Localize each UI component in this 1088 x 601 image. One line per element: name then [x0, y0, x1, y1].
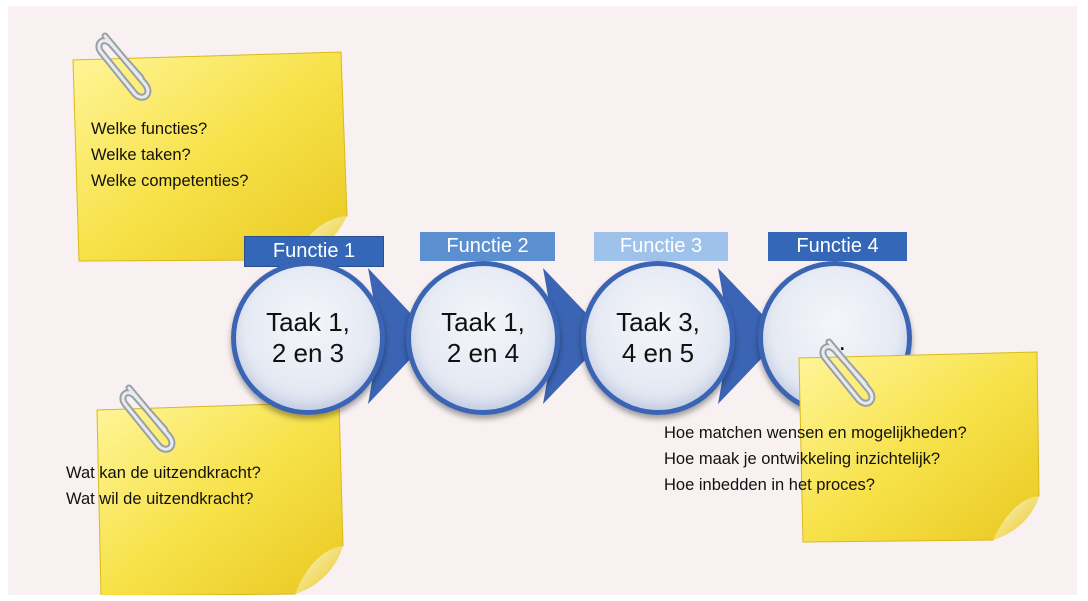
function-label-text: Functie 2 — [446, 235, 529, 257]
note-line: Welke functies? — [91, 120, 208, 138]
function-label-text: Functie 3 — [619, 235, 703, 257]
function-label-3: Functie 3 — [594, 232, 728, 261]
function-label-text: Functie 1 — [272, 240, 356, 262]
task-text: Taak 1, 2 en 3 — [266, 307, 350, 368]
function-label-text: Functie 4 — [796, 235, 879, 257]
note-line: Hoe maak je ontwikkeling inzichtelijk? — [664, 450, 941, 468]
task-text: Taak 3, 4 en 5 — [616, 307, 700, 368]
note-text-bottom: Wat kan de uitzendkracht? Wat wil de uit… — [66, 460, 261, 512]
task-text: Taak 1, 2 en 4 — [441, 307, 525, 368]
note-line: Welke taken? — [91, 146, 191, 164]
note-line: Hoe inbedden in het proces? — [664, 476, 875, 494]
sticky-note-right — [793, 338, 1043, 546]
note-line: Wat wil de uitzendkracht? — [66, 490, 254, 508]
paperclip-icon — [119, 384, 176, 453]
paperclip-icon — [819, 338, 876, 407]
function-label-2: Functie 2 — [420, 232, 555, 261]
paperclip-icon — [95, 32, 152, 101]
function-label-4: Functie 4 — [768, 232, 907, 261]
note-line: Welke competenties? — [91, 172, 249, 190]
task-circle-1: Taak 1, 2 en 3 — [231, 261, 385, 415]
note-shape — [96, 401, 344, 595]
arrow-chevron-3 — [718, 268, 783, 404]
note-line: Hoe matchen wensen en mogelijkheden? — [664, 424, 967, 442]
note-line: Wat kan de uitzendkracht? — [66, 464, 261, 482]
note-text-top: Welke functies? Welke taken? Welke compe… — [91, 116, 248, 194]
sticky-note-bottom — [91, 384, 346, 595]
task-circle-3: Taak 3, 4 en 5 — [581, 261, 735, 415]
task-circle-2: Taak 1, 2 en 4 — [406, 261, 560, 415]
diagram-canvas: Welke functies? Welke taken? Welke compe… — [8, 6, 1077, 595]
arrow-chevron-2 — [543, 268, 608, 404]
arrow-chevron-1 — [368, 268, 432, 404]
note-text-right: Hoe matchen wensen en mogelijkheden? Hoe… — [664, 420, 967, 498]
process-arrows — [368, 268, 783, 404]
